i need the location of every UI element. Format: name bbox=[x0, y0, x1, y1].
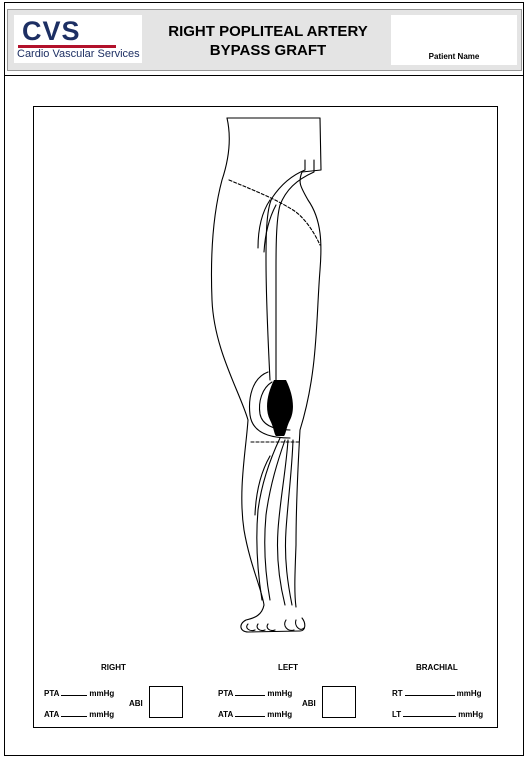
left-ata-unit: mmHg bbox=[267, 710, 292, 719]
toes bbox=[247, 620, 304, 631]
left-ata-label: ATA bbox=[218, 710, 233, 719]
anterior-tibial-artery-inner bbox=[265, 440, 285, 600]
femoral-artery-inner bbox=[276, 160, 314, 380]
popliteal-aneurysm bbox=[267, 380, 293, 436]
right-ata-field[interactable]: ATA mmHg bbox=[44, 709, 114, 719]
brachial-title: BRACHIAL bbox=[416, 663, 458, 672]
right-ata-label: ATA bbox=[44, 710, 59, 719]
right-ata-unit: mmHg bbox=[89, 710, 114, 719]
right-pta-unit: mmHg bbox=[89, 689, 114, 698]
right-pta-blank[interactable] bbox=[61, 688, 87, 696]
groin-dashed-line bbox=[229, 180, 320, 245]
right-pta-field[interactable]: PTA mmHg bbox=[44, 688, 114, 698]
right-abi-box[interactable] bbox=[149, 686, 183, 718]
left-abi-label: ABI bbox=[302, 699, 316, 708]
left-pta-field[interactable]: PTA mmHg bbox=[218, 688, 292, 698]
leg-outline-right bbox=[295, 118, 321, 607]
brachial-rt-field[interactable]: RT mmHg bbox=[392, 688, 482, 698]
left-pta-label: PTA bbox=[218, 689, 233, 698]
brachial-lt-blank[interactable] bbox=[403, 709, 456, 717]
left-pta-blank[interactable] bbox=[235, 688, 265, 696]
left-title: LEFT bbox=[278, 663, 298, 672]
right-abi-label: ABI bbox=[129, 699, 143, 708]
left-ata-blank[interactable] bbox=[235, 709, 265, 717]
leg-outline-left bbox=[211, 118, 304, 632]
brachial-lt-label: LT bbox=[392, 710, 401, 719]
right-ata-blank[interactable] bbox=[61, 709, 87, 717]
brachial-lt-field[interactable]: LT mmHg bbox=[392, 709, 483, 719]
brachial-rt-unit: mmHg bbox=[457, 689, 482, 698]
anterior-tibial-artery bbox=[257, 438, 280, 600]
brachial-lt-unit: mmHg bbox=[458, 710, 483, 719]
right-title: RIGHT bbox=[101, 663, 126, 672]
left-pta-unit: mmHg bbox=[267, 689, 292, 698]
right-pta-label: PTA bbox=[44, 689, 59, 698]
left-abi-box[interactable] bbox=[322, 686, 356, 718]
brachial-rt-blank[interactable] bbox=[405, 688, 455, 696]
left-ata-field[interactable]: ATA mmHg bbox=[218, 709, 292, 719]
posterior-tibial-artery-inner bbox=[285, 440, 293, 605]
brachial-rt-label: RT bbox=[392, 689, 403, 698]
common-femoral-artery bbox=[266, 160, 305, 380]
